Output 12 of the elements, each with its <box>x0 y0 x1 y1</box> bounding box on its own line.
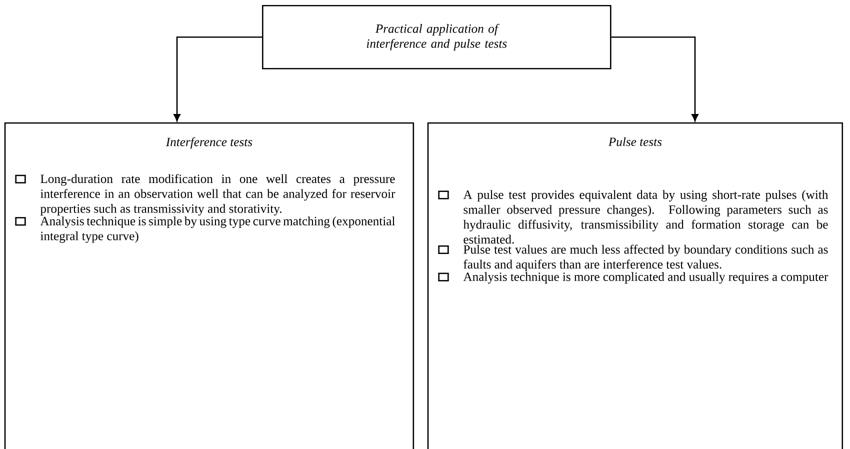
arrow <box>611 36 698 122</box>
title-box: Practical application of interference and pulse tests <box>262 5 612 70</box>
arrow <box>174 36 262 122</box>
bullet-text: Analysis technique is simple by using type curve matching (exponential integral type curve) <box>40 216 395 243</box>
bullet-text: Analysis technique is more complicated and usually requires a computer <box>463 272 828 284</box>
panel-box <box>427 122 844 449</box>
bullet-text: Long-duration rate modification in one well creates a pressure interference in an observation well that can be analyzed for reservoir properties such as transmissivity and storativity. <box>40 174 396 216</box>
panel-heading: Pulse tests <box>608 137 662 146</box>
panel-heading: Interference tests <box>166 137 252 149</box>
panel-box <box>4 122 414 449</box>
bullet-text: A pulse test provides equivalent data by using short-rate pulses (with smaller observed pressure changes). Following parameters such as hydraulic diffusivity, transmissibility and formation storage can be estimated. <box>463 190 828 244</box>
bullet-text: Pulse test values are much less affected by boundary conditions such as faults and aquifers than are interference test values. <box>464 244 828 272</box>
